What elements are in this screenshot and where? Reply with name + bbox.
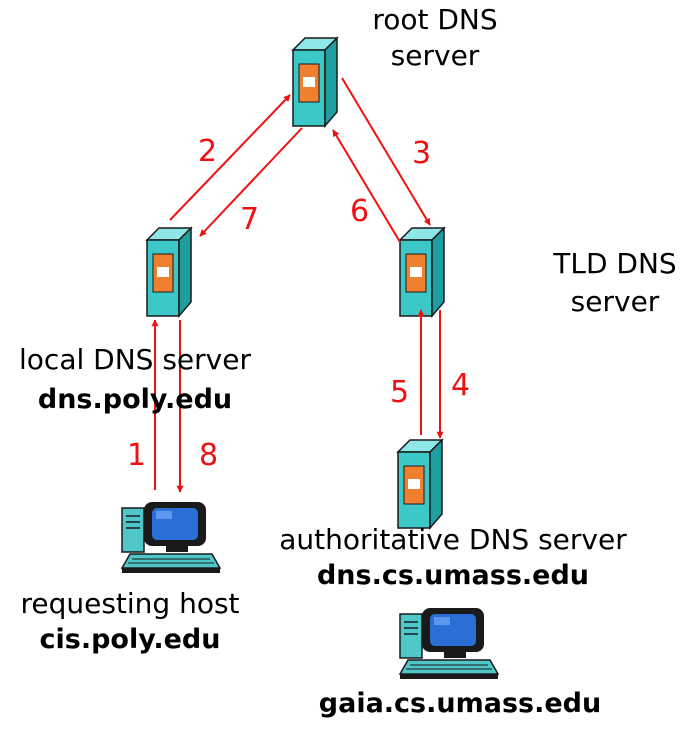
step-2-arrow xyxy=(169,94,291,221)
step-6-arrow xyxy=(332,129,401,243)
gaia-host-hostname: gaia.cs.umass.edu xyxy=(318,688,602,719)
local-server-hostname: dns.poly.edu xyxy=(37,384,233,415)
tld-server-label-line1: TLD DNS xyxy=(553,247,677,280)
step-7-number: 7 xyxy=(240,202,260,237)
root-server-label-line1: root DNS xyxy=(372,3,498,36)
step-8-number: 8 xyxy=(199,438,219,473)
step-6-number: 6 xyxy=(350,194,370,229)
step-7-arrow xyxy=(199,127,303,237)
gaia-host-computer-icon xyxy=(399,607,499,680)
step-3-number: 3 xyxy=(412,136,432,171)
requesting-host-label: requesting host xyxy=(20,587,240,620)
requesting-host-hostname: cis.poly.edu xyxy=(39,624,221,655)
local-server-icon xyxy=(146,227,192,317)
tld-server-label-line2: server xyxy=(570,285,660,318)
root-server-icon xyxy=(292,37,338,127)
requesting-host-computer-icon xyxy=(121,501,221,574)
authoritative-server-hostname: dns.cs.umass.edu xyxy=(316,560,590,591)
local-server-label: local DNS server xyxy=(19,343,251,376)
authoritative-server-label: authoritative DNS server xyxy=(279,523,627,556)
step-1-number: 1 xyxy=(127,438,147,473)
step-2-number: 2 xyxy=(198,134,218,169)
step-4-number: 4 xyxy=(451,368,471,403)
tld-server-icon xyxy=(399,227,445,317)
authoritative-server-icon xyxy=(397,439,443,529)
root-server-label-line2: server xyxy=(390,39,480,72)
step-5-number: 5 xyxy=(390,375,410,410)
step-3-arrow xyxy=(341,77,431,226)
